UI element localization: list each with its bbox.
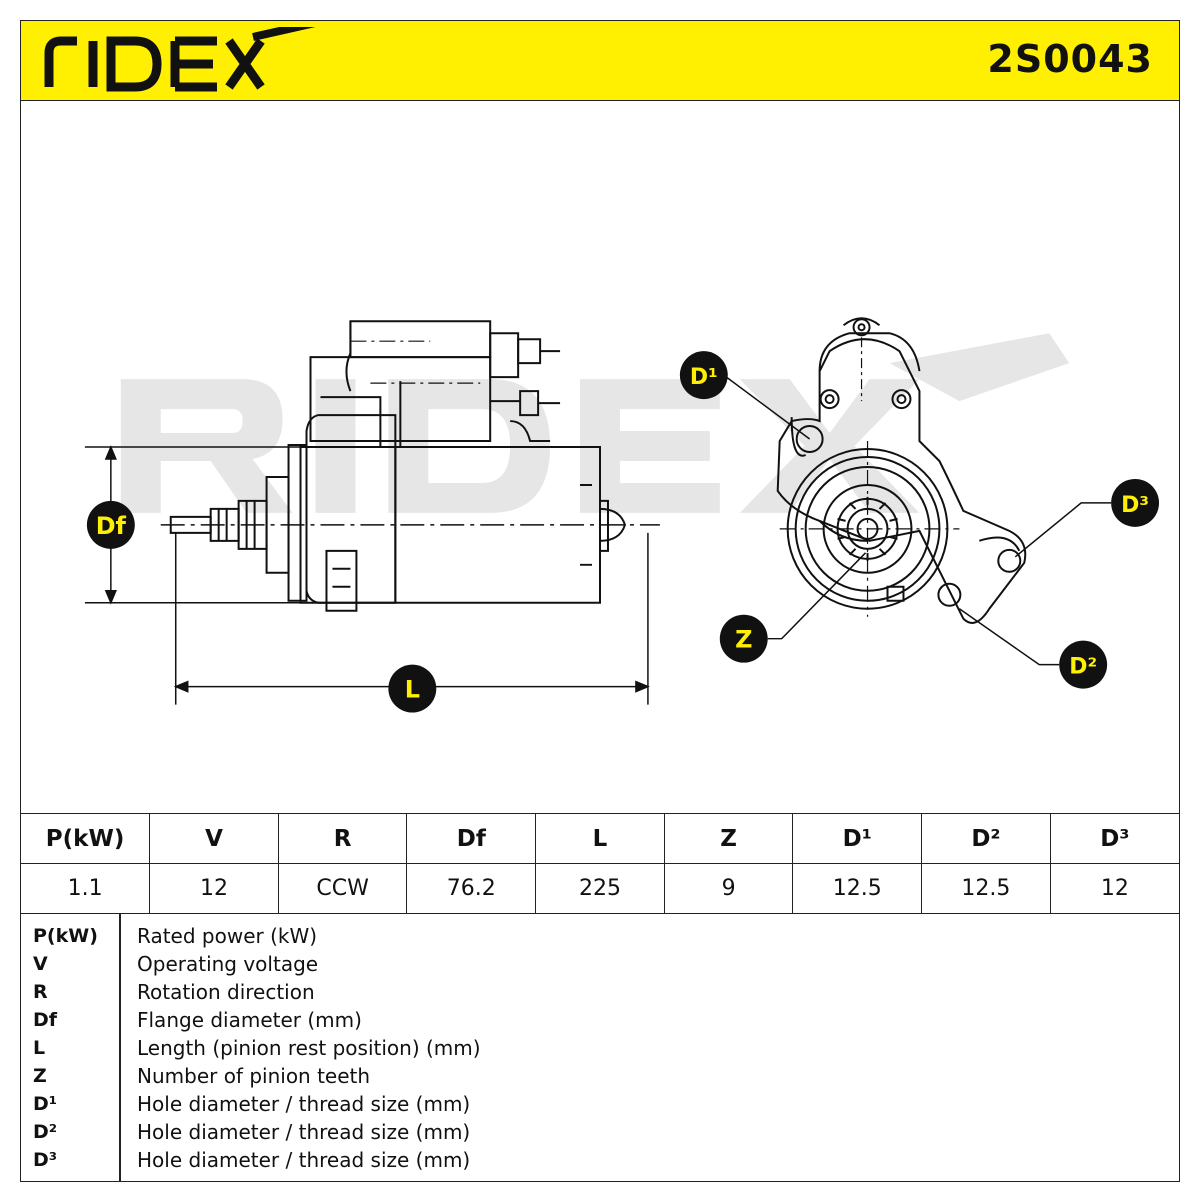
spec-header-power: P(kW) — [21, 813, 151, 864]
legend-key: V — [33, 953, 48, 975]
d1-callout: D¹ — [679, 351, 811, 440]
legend-key: D³ — [33, 1149, 58, 1171]
legend-key: D¹ — [33, 1093, 58, 1115]
legend-desc: Rated power (kW) — [137, 924, 318, 948]
legend-desc: Operating voltage — [137, 952, 319, 976]
legend-desc: Number of pinion teeth — [137, 1064, 371, 1088]
z-callout-label: Z — [735, 626, 752, 654]
legend-row: Z Number of pinion teeth — [21, 1062, 1179, 1090]
legend-desc: Flange diameter (mm) — [137, 1008, 362, 1032]
legend-key: L — [33, 1037, 46, 1059]
spec-value-d3: 12 — [1049, 863, 1179, 914]
legend-row: D¹ Hole diameter / thread size (mm) — [21, 1090, 1179, 1118]
legend-key: P(kW) — [33, 925, 98, 947]
watermark-logo — [120, 333, 1070, 513]
legend-row: D³ Hole diameter / thread size (mm) — [21, 1146, 1179, 1174]
spec-value-d2: 12.5 — [921, 863, 1051, 914]
legend: P(kW) Rated power (kW) V Operating volta… — [21, 914, 1179, 1181]
spec-header-flange: Df — [406, 813, 537, 864]
legend-desc: Hole diameter / thread size (mm) — [137, 1120, 471, 1144]
d2-callout-label: D² — [1069, 655, 1097, 680]
d3-callout-label: D³ — [1121, 493, 1149, 518]
spec-value-teeth: 9 — [663, 863, 794, 914]
l-callout-label: L — [405, 676, 420, 704]
legend-desc: Rotation direction — [137, 980, 315, 1004]
ridex-logo — [44, 27, 316, 92]
legend-row: D² Hole diameter / thread size (mm) — [21, 1118, 1179, 1146]
spec-header-teeth: Z — [663, 813, 794, 864]
spec-value-length: 225 — [535, 863, 665, 914]
l-callout: L — [388, 664, 437, 713]
spec-header-d3: D³ — [1049, 813, 1179, 864]
starter-front-view — [776, 317, 1027, 624]
spec-value-rotation: CCW — [277, 863, 408, 914]
legend-row: V Operating voltage — [21, 950, 1179, 978]
legend-key: R — [33, 981, 48, 1003]
d3-callout: D³ — [1014, 478, 1160, 558]
spec-value-voltage: 12 — [149, 863, 279, 914]
spec-header-d2: D² — [921, 813, 1051, 864]
spec-value-power: 1.1 — [21, 863, 151, 914]
legend-row: L Length (pinion rest position) (mm) — [21, 1034, 1179, 1062]
d1-callout-label: D¹ — [690, 365, 718, 390]
spec-header-row: P(kW) V R Df L Z D¹ D² D³ — [21, 813, 1179, 864]
spec-header-d1: D¹ — [792, 813, 923, 864]
legend-divider — [119, 914, 121, 1181]
spec-value-flange: 76.2 — [406, 863, 537, 914]
spec-header-length: L — [535, 813, 665, 864]
legend-desc: Length (pinion rest position) (mm) — [137, 1036, 481, 1060]
legend-row: Df Flange diameter (mm) — [21, 1006, 1179, 1034]
legend-desc: Hole diameter / thread size (mm) — [137, 1148, 471, 1172]
legend-key: D² — [33, 1121, 58, 1143]
df-callout: Df — [86, 500, 135, 549]
spec-table: P(kW) V R Df L Z D¹ D² D³ 1.1 12 CCW 76.… — [21, 813, 1179, 914]
legend-row: P(kW) Rated power (kW) — [21, 922, 1179, 950]
df-callout-label: Df — [96, 512, 127, 540]
legend-key: Z — [33, 1065, 47, 1087]
z-callout: Z — [719, 552, 867, 663]
part-number: 2S0043 — [987, 37, 1153, 81]
spec-header-voltage: V — [149, 813, 279, 864]
legend-key: Df — [33, 1009, 58, 1031]
spec-value-row: 1.1 12 CCW 76.2 225 9 12.5 12.5 12 — [21, 863, 1179, 914]
spec-header-rotation: R — [277, 813, 408, 864]
legend-desc: Hole diameter / thread size (mm) — [137, 1092, 471, 1116]
spec-value-d1: 12.5 — [792, 863, 923, 914]
header-bar: 2S0043 — [21, 21, 1179, 101]
datasheet: 2S0043 — [20, 20, 1180, 1182]
d2-callout: D² — [958, 608, 1108, 689]
legend-row: R Rotation direction — [21, 978, 1179, 1006]
starter-side-view — [160, 320, 660, 612]
technical-drawing: Df L — [84, 317, 1160, 713]
